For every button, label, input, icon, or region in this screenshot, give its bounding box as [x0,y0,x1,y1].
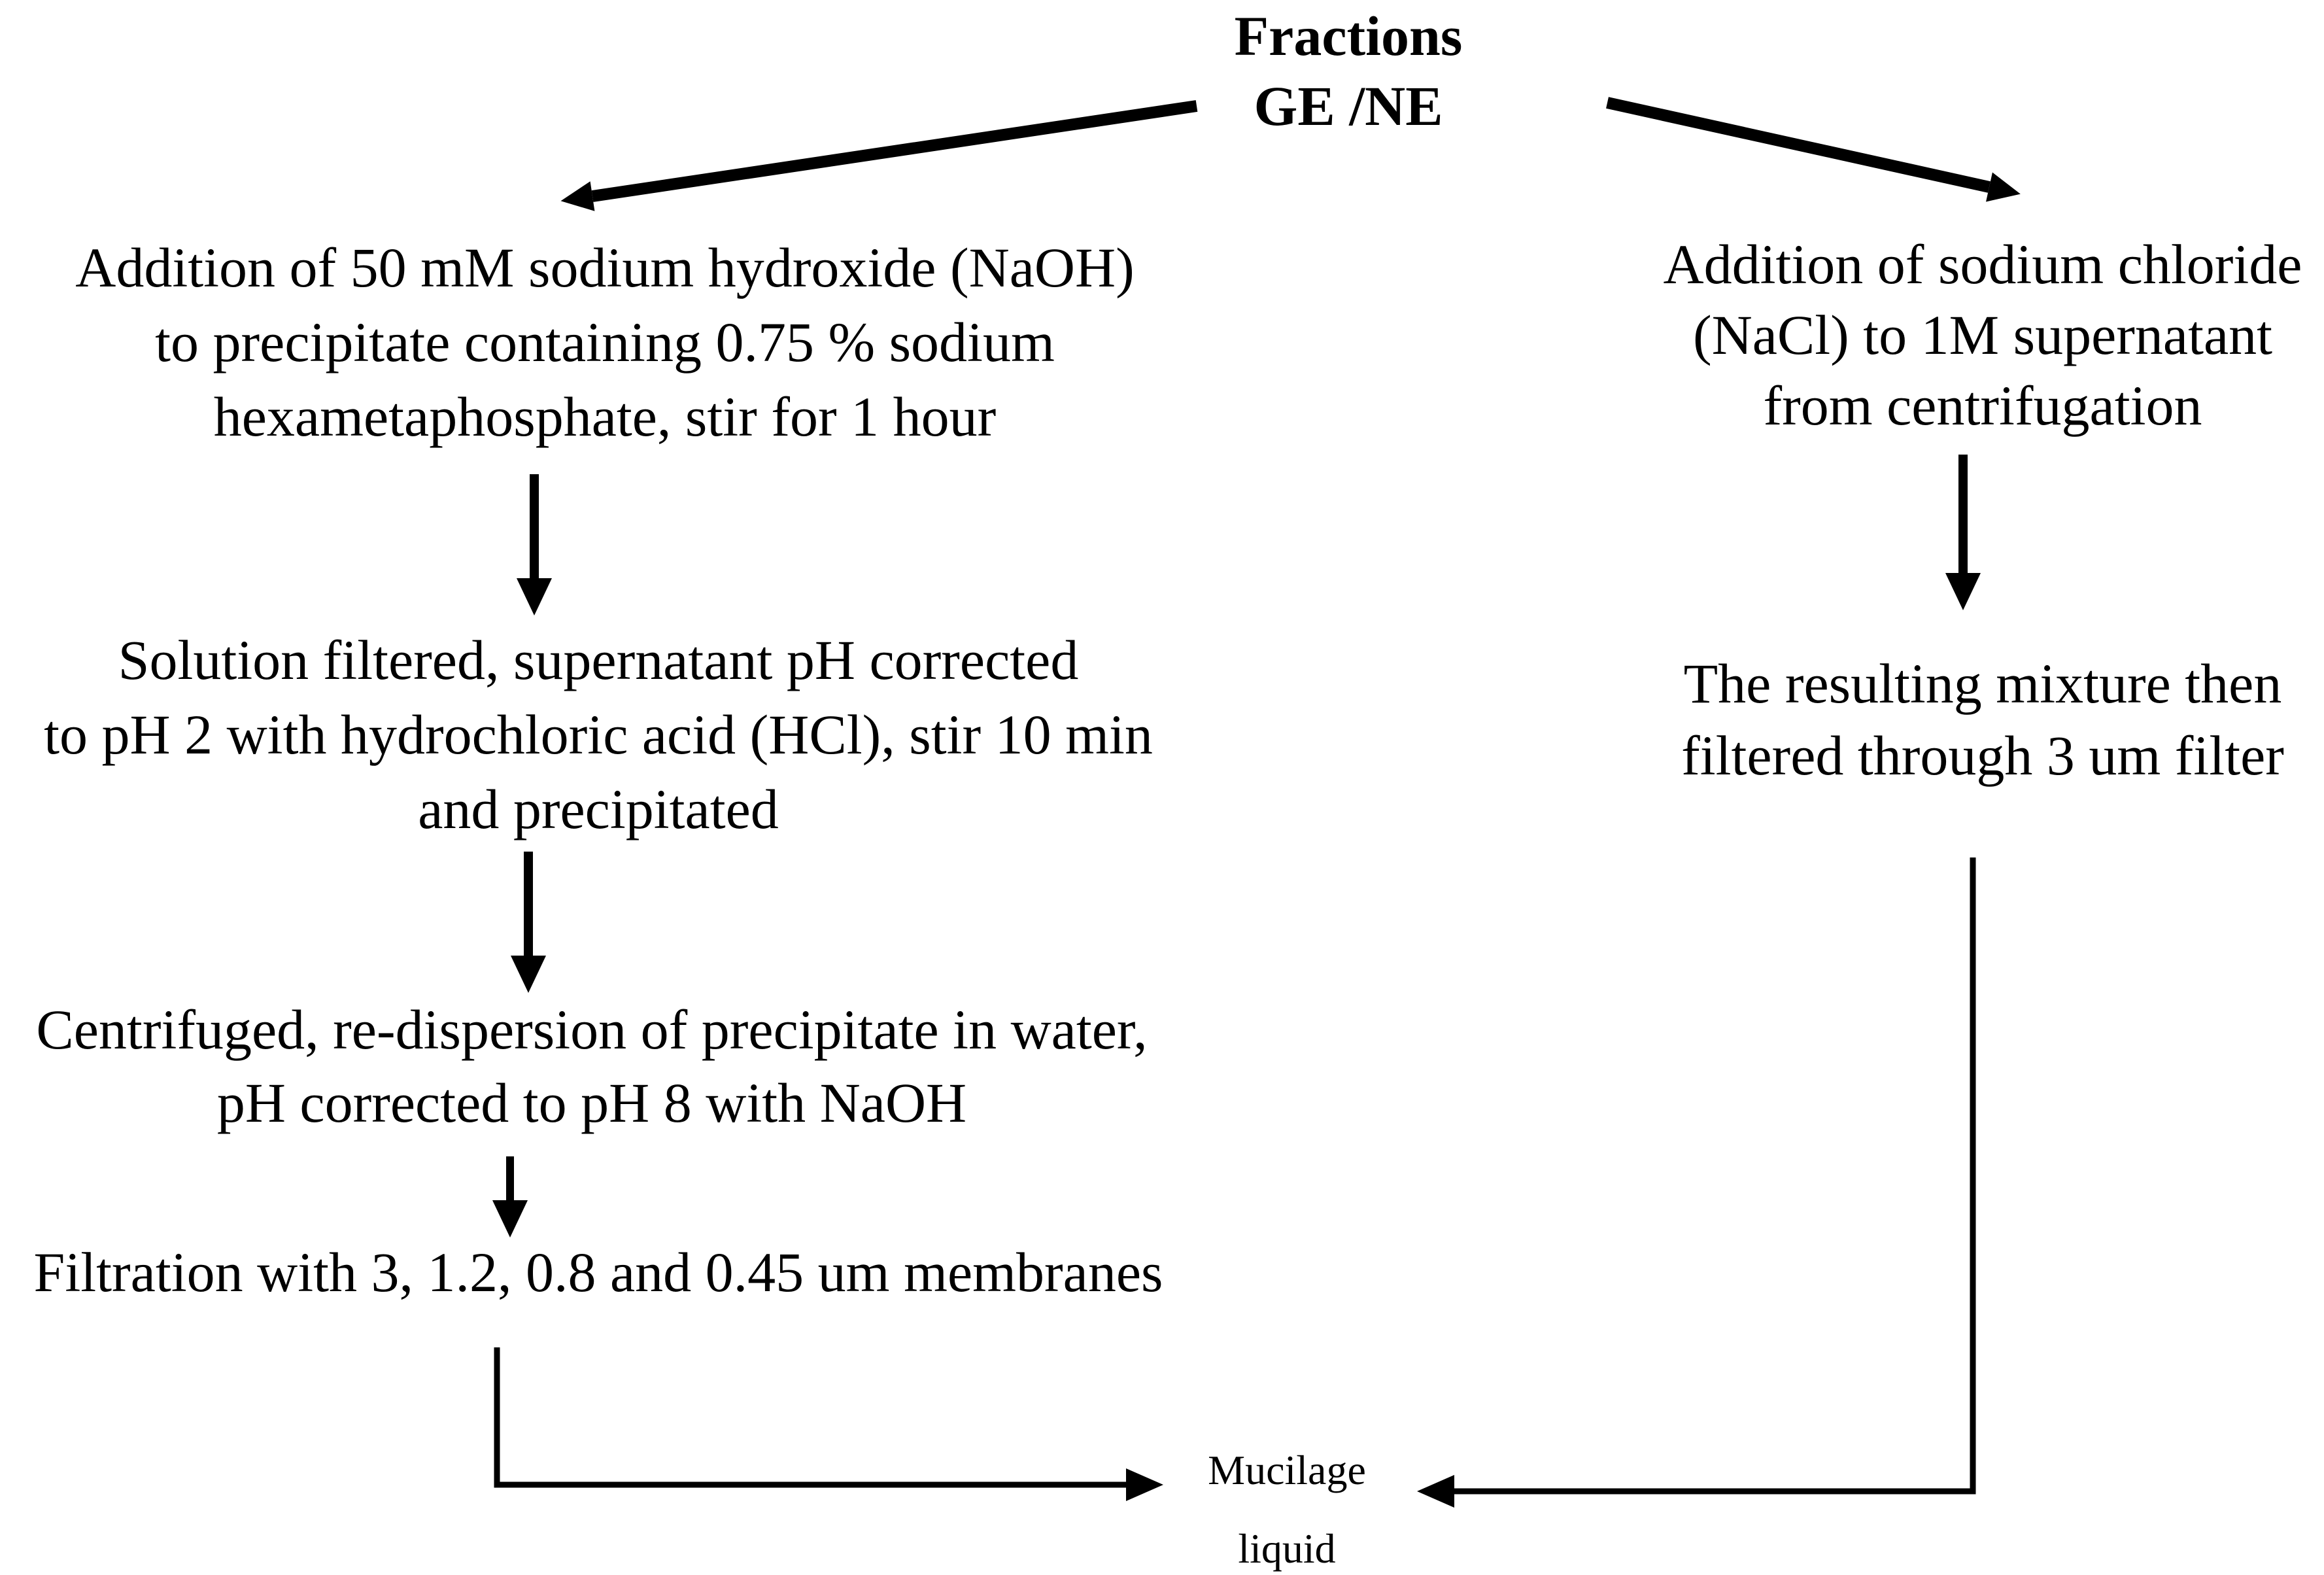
right-step1-line1: Addition of sodium chloride [1663,233,2302,296]
node-left-step2-filtered-ph2: Solution filtered, supernatant pH correc… [13,623,1184,846]
left-step4-line1: Filtration with 3, 1.2, 0.8 and 0.45 um … [33,1241,1163,1304]
left-step1-line3: hexametaphosphate, stir for 1 hour [213,385,997,448]
connector-left-step4-to-result [494,1347,1163,1501]
node-result-mucilage-liquid: Mucilage liquid [1156,1431,1418,1575]
arrow-split-to-left-branch [560,100,1198,211]
left-step2-line1: Solution filtered, supernatant pH correc… [118,629,1079,691]
left-step3-line1: Centrifuged, re-dispersion of precipitat… [36,998,1148,1061]
node-right-step1-nacl-addition: Addition of sodium chloride (NaCl) to 1M… [1641,229,2324,441]
connector-right-step2-to-result [1417,857,1976,1508]
node-right-step2-filter-3um: The resulting mixture then filtered thro… [1641,648,2324,791]
arrow-split-to-right-branch [1606,97,2021,202]
fractions-title-line2: GE /NE [1254,75,1443,137]
right-step2-line2: filtered through 3 um filter [1681,724,2284,787]
node-fractions-title: Fractions GE /NE [1152,1,1545,141]
node-left-step3-centrifuged-ph8: Centrifuged, re-dispersion of precipitat… [0,993,1184,1139]
right-step1-line3: from centrifugation [1763,374,2202,437]
left-step1-line1: Addition of 50 mM sodium hydroxide (NaOH… [75,236,1135,299]
node-left-step1-naoh-addition: Addition of 50 mM sodium hydroxide (NaOH… [26,230,1184,454]
right-step2-line1: The resulting mixture then [1683,652,2282,715]
fractions-title-line1: Fractions [1234,5,1463,67]
right-step1-line2: (NaCl) to 1M supernatant [1692,303,2273,366]
left-step1-line2: to precipitate containing 0.75 % sodium [155,311,1055,373]
left-step2-line2: to pH 2 with hydrochloric acid (HCl), st… [44,703,1153,766]
left-step2-line3: and precipitated [418,778,779,840]
result-line1: Mucilage [1208,1447,1366,1493]
node-left-step4-membrane-filtration: Filtration with 3, 1.2, 0.8 and 0.45 um … [13,1235,1184,1309]
result-line2: liquid [1238,1525,1336,1572]
left-step3-line2: pH corrected to pH 8 with NaOH [216,1071,967,1134]
